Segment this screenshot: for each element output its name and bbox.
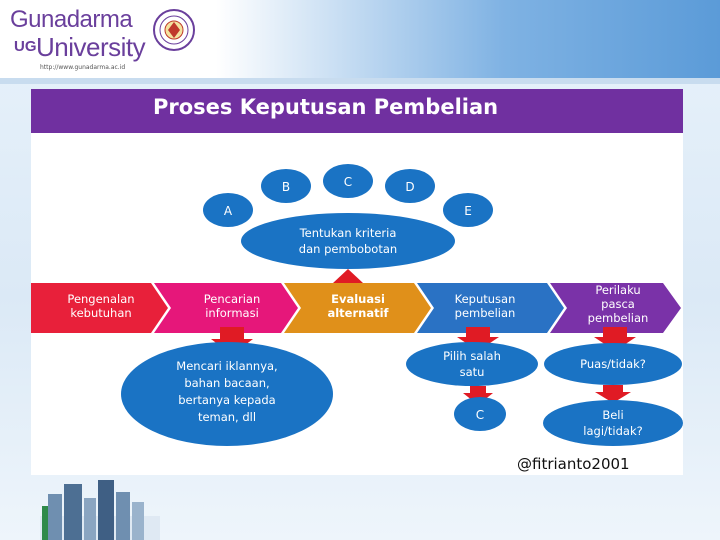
criteria-line2: dan pembobotan xyxy=(299,242,397,256)
choose-line2: satu xyxy=(460,365,485,379)
stage-perilaku-line2: pasca xyxy=(601,297,635,311)
criteria-option-a: A xyxy=(203,193,253,227)
arrow-pencarian-down xyxy=(211,327,253,355)
criteria-line1: Tentukan kriteria xyxy=(299,226,397,240)
arrow-satisfied-to-rebuy xyxy=(595,385,631,403)
search-note-line1: Mencari iklannya, xyxy=(176,359,277,373)
criteria-option-c: C xyxy=(323,164,373,198)
stage-keputusan-line1: Keputusan xyxy=(455,292,516,306)
logo-text-gunadarma: Gunadarma xyxy=(10,6,133,33)
stage-perilaku-line1: Perilaku xyxy=(595,283,640,297)
logo-text-university: University xyxy=(36,32,146,62)
criteria-option-b-label: B xyxy=(282,180,290,194)
stage-pencarian-line1: Pencarian xyxy=(204,292,261,306)
author-watermark: @fitrianto2001 xyxy=(517,455,630,473)
criteria-option-a-label: A xyxy=(224,204,233,218)
rebuy-line1: Beli xyxy=(602,408,623,422)
stage-keputusan-line2: pembelian xyxy=(455,306,516,320)
arrow-perilaku-down xyxy=(594,327,636,351)
search-note-line3: bertanya kepada xyxy=(178,393,275,407)
satisfied-node: Puas/tidak? xyxy=(544,343,682,385)
logo-ug-mark: UG xyxy=(14,38,37,55)
header-divider xyxy=(0,78,720,84)
criteria-option-d: D xyxy=(385,169,435,203)
search-note-line4: teman, dll xyxy=(198,410,256,424)
criteria-option-e: E xyxy=(443,193,493,227)
arrow-keputusan-down xyxy=(457,327,499,351)
chosen-option-node: C xyxy=(454,397,506,431)
slide-panel: Proses Keputusan Pembelian A B C D E xyxy=(31,89,683,475)
rebuy-line2: lagi/tidak? xyxy=(583,424,642,438)
criteria-node: Tentukan kriteria dan pembobotan xyxy=(241,213,455,269)
university-logo: Gunadarma UG University http://www.gunad… xyxy=(10,6,210,72)
slide-title: Proses Keputusan Pembelian xyxy=(153,95,499,119)
criteria-option-e-label: E xyxy=(464,204,472,218)
search-note-line2: bahan bacaan, xyxy=(184,376,269,390)
stage-evaluasi-line1: Evaluasi xyxy=(331,292,385,306)
logo-url: http://www.gunadarma.ac.id xyxy=(40,64,126,71)
city-skyline-graphic xyxy=(40,480,160,540)
search-note-node: Mencari iklannya, bahan bacaan, bertanya… xyxy=(121,342,333,446)
stage-pengenalan-line1: Pengenalan xyxy=(67,292,134,306)
stage-keputusan: Keputusan pembelian xyxy=(417,283,564,333)
satisfied-label: Puas/tidak? xyxy=(580,357,646,371)
header-bar xyxy=(0,0,720,78)
choose-line1: Pilih salah xyxy=(443,349,501,363)
stage-perilaku: Perilaku pasca pembelian xyxy=(550,283,681,333)
stage-pengenalan-line2: kebutuhan xyxy=(70,306,131,320)
stage-pencarian-line2: informasi xyxy=(205,306,259,320)
criteria-option-b: B xyxy=(261,169,311,203)
arrow-evaluasi-to-criteria xyxy=(333,269,363,293)
university-seal-icon xyxy=(152,8,196,52)
stage-evaluasi-line2: alternatif xyxy=(327,306,389,320)
stage-pengenalan: Pengenalan kebutuhan xyxy=(31,283,168,333)
decision-process-diagram: A B C D E Tentukan kriteria dan pembobot… xyxy=(31,164,683,446)
stage-evaluasi: Evaluasi alternatif xyxy=(284,283,431,333)
stage-pencarian: Pencarian informasi xyxy=(154,283,298,333)
rebuy-node: Beli lagi/tidak? xyxy=(543,400,683,446)
stage-perilaku-line3: pembelian xyxy=(588,311,649,325)
criteria-option-c-label: C xyxy=(344,175,352,189)
title-bar: Proses Keputusan Pembelian xyxy=(31,89,683,133)
choose-node: Pilih salah satu xyxy=(406,342,538,386)
criteria-option-d-label: D xyxy=(405,180,414,194)
arrow-choose-to-c xyxy=(463,386,493,405)
chosen-option-label: C xyxy=(476,408,484,422)
